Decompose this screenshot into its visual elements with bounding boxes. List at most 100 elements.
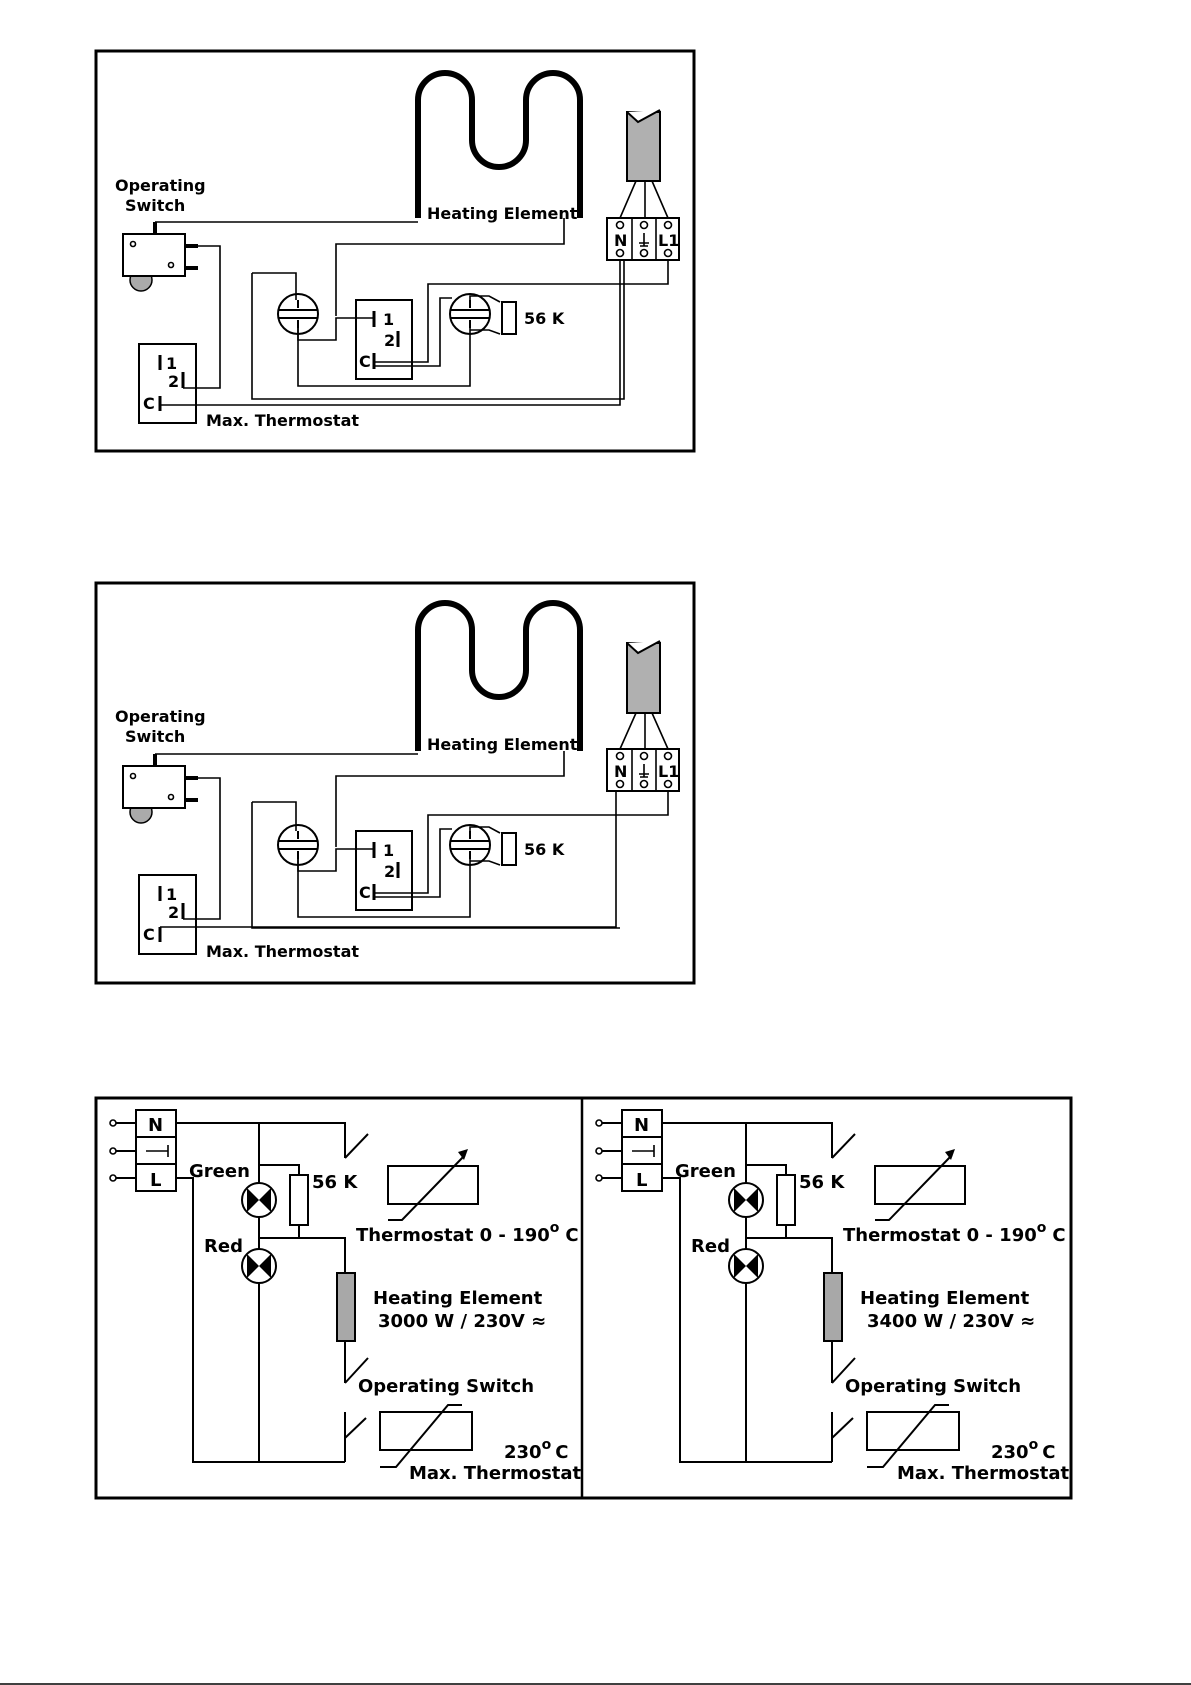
operating-switch-label-2: Switch — [125, 196, 185, 215]
cable-wires — [619, 712, 669, 750]
contact-2: 2 — [168, 903, 179, 922]
green-label: Green — [675, 1161, 736, 1182]
indicator-lamp-right — [449, 824, 491, 866]
diagram-frame — [94, 581, 696, 985]
power-cable — [626, 111, 661, 182]
max-thermostat-label: Max. Thermostat — [206, 942, 359, 961]
max-thermostat: 1 2 C — [138, 343, 197, 424]
terminal-n: N — [634, 1115, 649, 1136]
terminal-n: N — [148, 1115, 163, 1136]
schematics-frame — [94, 1096, 1073, 1500]
resistor-label: 56 K — [524, 840, 565, 859]
contact-1: 1 — [383, 841, 394, 860]
operating-switch-label-2: Switch — [125, 727, 185, 746]
power-cable — [626, 642, 661, 714]
green-label: Green — [189, 1161, 250, 1182]
terminal-block: N L1 — [606, 217, 680, 261]
heating-element — [336, 1272, 356, 1342]
heating-element-coil — [415, 70, 583, 218]
red-label: Red — [691, 1236, 730, 1257]
red-lamp — [728, 1248, 764, 1284]
operating-switch-label: Operating Switch — [358, 1376, 534, 1397]
rating-label: 3000 W / 230V ≈ — [378, 1311, 546, 1332]
cable-end — [626, 640, 661, 655]
terminal-n: N — [614, 762, 627, 781]
earth-icon — [146, 1145, 169, 1157]
wiring-diagram-2: Heating Element N L1 Operating Switch — [94, 581, 696, 985]
heating-element-label: Heating Element — [427, 204, 578, 223]
terminal-block: N L1 — [606, 748, 680, 792]
operating-switch — [122, 222, 198, 292]
terminal-l1: L1 — [658, 231, 679, 250]
thermostat-symbol — [387, 1149, 479, 1221]
contact-2: 2 — [384, 331, 395, 350]
resistor — [501, 301, 517, 335]
heating-element-label: Heating Element — [860, 1288, 1030, 1309]
diagram-frame — [94, 49, 696, 453]
cable-wires — [619, 180, 669, 219]
max-thermostat-symbol — [379, 1404, 473, 1468]
operating-switch-label: Operating Switch — [845, 1376, 1021, 1397]
wires — [155, 751, 669, 929]
circuit-wires — [662, 1122, 856, 1463]
earth-icon — [639, 764, 649, 778]
terminal-strip: N L — [109, 1109, 177, 1192]
max-thermostat: 1 2 C — [138, 874, 197, 955]
max-thermostat-label: Max. Thermostat — [897, 1463, 1070, 1484]
indicator-lamp-right — [449, 293, 491, 335]
heating-element — [823, 1272, 843, 1342]
heating-element-label: Heating Element — [373, 1288, 543, 1309]
red-label: Red — [204, 1236, 243, 1257]
heating-element-coil — [415, 600, 583, 751]
green-lamp — [728, 1182, 764, 1218]
operating-switch — [122, 754, 198, 824]
resistor-label: 56 K — [799, 1172, 845, 1193]
thermostat: 1 2 C — [355, 830, 413, 911]
contact-c: C — [143, 925, 155, 944]
resistor-label: 56 K — [524, 309, 565, 328]
contact-2: 2 — [384, 862, 395, 881]
terminal-l: L — [636, 1170, 647, 1191]
rating-label: 3400 W / 230V ≈ — [867, 1311, 1035, 1332]
contact-c: C — [359, 352, 371, 371]
contact-c: C — [143, 394, 155, 413]
contact-1: 1 — [383, 310, 394, 329]
thermostat-symbol — [874, 1149, 966, 1221]
contact-1: 1 — [166, 885, 177, 904]
wiring-diagram-1: Heating Element N L1 Operating Switch — [94, 49, 696, 453]
terminal-n: N — [614, 231, 627, 250]
max-thermostat-label: Max. Thermostat — [206, 411, 359, 430]
terminal-strip: N L — [595, 1109, 663, 1192]
contact-1: 1 — [166, 354, 177, 373]
earth-icon — [639, 233, 649, 247]
earth-icon — [632, 1145, 655, 1157]
thermostat: 1 2 C — [355, 299, 413, 380]
operating-switch-label: Operating — [115, 176, 206, 195]
cable-end — [626, 109, 661, 124]
resistor — [776, 1174, 796, 1226]
terminal-l: L — [150, 1170, 161, 1191]
indicator-lamp-left — [277, 293, 319, 335]
circuit-wires — [176, 1122, 369, 1463]
green-lamp — [241, 1182, 277, 1218]
max-thermostat-label: Max. Thermostat — [409, 1463, 582, 1484]
max-thermostat-symbol — [866, 1404, 960, 1468]
terminal-l1: L1 — [658, 762, 679, 781]
resistor — [289, 1174, 309, 1226]
resistor-label: 56 K — [312, 1172, 358, 1193]
heating-element-label: Heating Element — [427, 735, 578, 754]
contact-2: 2 — [168, 372, 179, 391]
operating-switch-label: Operating — [115, 707, 206, 726]
resistor — [501, 832, 517, 866]
contact-c: C — [359, 883, 371, 902]
red-lamp — [241, 1248, 277, 1284]
wires — [155, 218, 669, 406]
indicator-lamp-left — [277, 824, 319, 866]
